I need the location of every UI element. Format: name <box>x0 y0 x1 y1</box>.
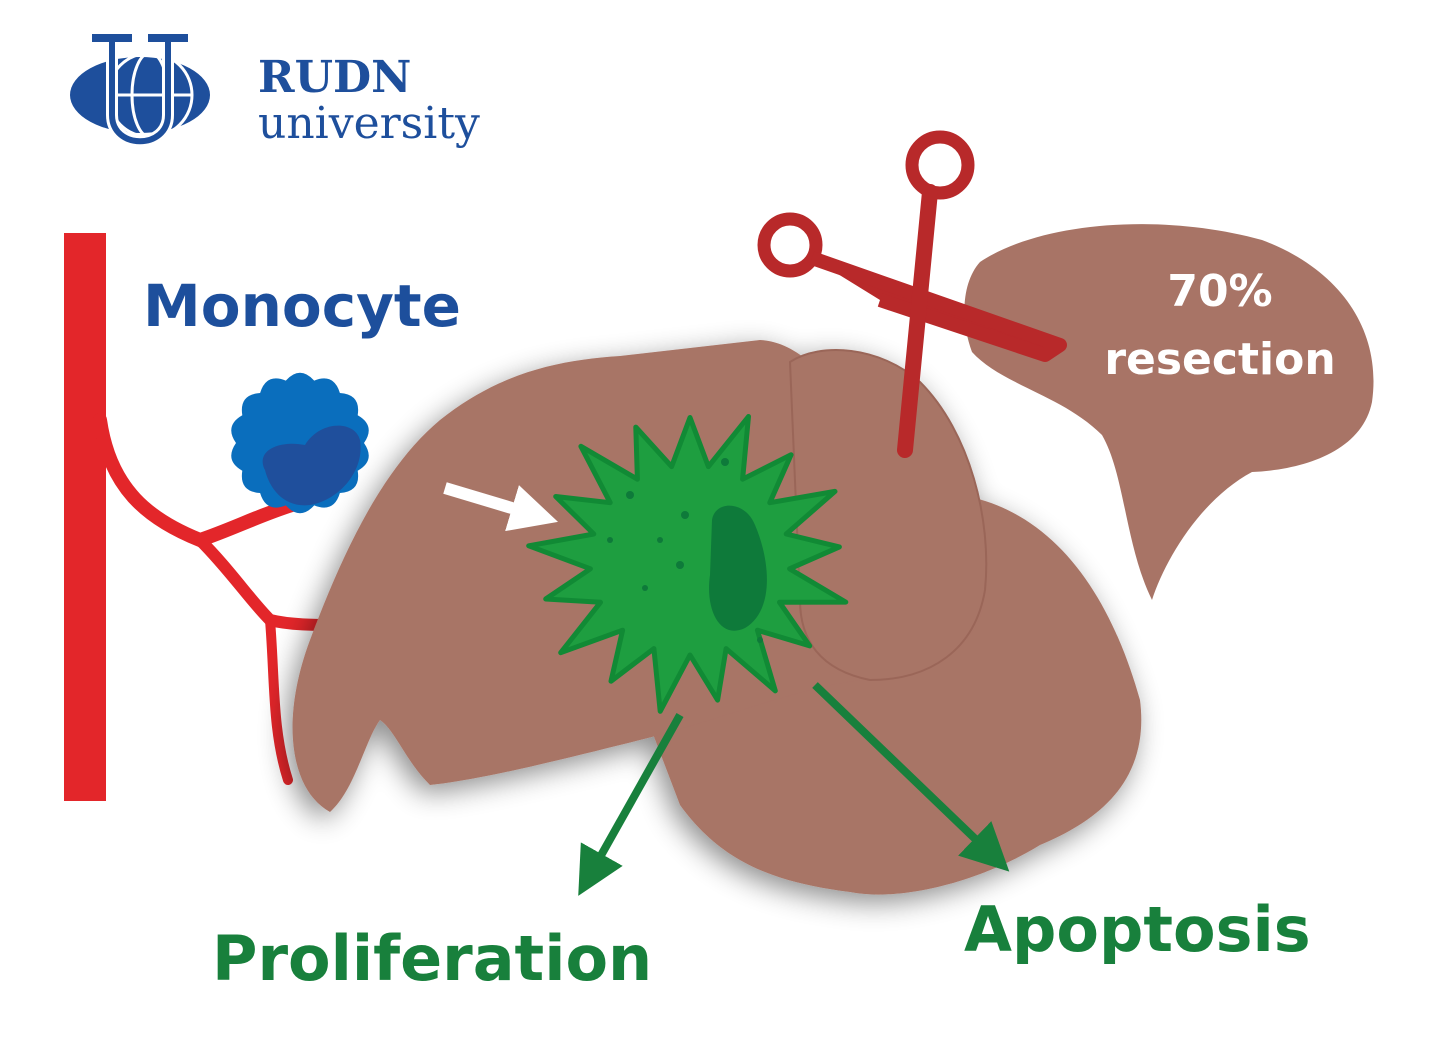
kupffer-macrophage-cell <box>526 414 849 714</box>
logo-line1: RUDN <box>258 52 412 103</box>
blood-vessel <box>64 233 341 801</box>
monocyte-label: Monocyte <box>143 272 461 340</box>
rudn-logo-emblem <box>70 34 210 148</box>
scissors-icon <box>757 130 1067 458</box>
resection-label: 70% resection <box>1080 258 1360 394</box>
proliferation-arrow <box>578 713 684 896</box>
monocyte-cell <box>231 372 369 514</box>
resected-liver-lobe <box>964 224 1374 600</box>
migration-arrow <box>443 482 558 532</box>
rudn-logo-text: RUDN university <box>258 55 480 147</box>
apoptosis-label: Apoptosis <box>964 893 1311 966</box>
apoptosis-arrow <box>812 682 1010 872</box>
resection-percent: 70% <box>1167 266 1273 317</box>
resection-text: resection <box>1104 334 1336 385</box>
proliferation-label: Proliferation <box>212 922 653 995</box>
logo-line2: university <box>258 98 480 149</box>
